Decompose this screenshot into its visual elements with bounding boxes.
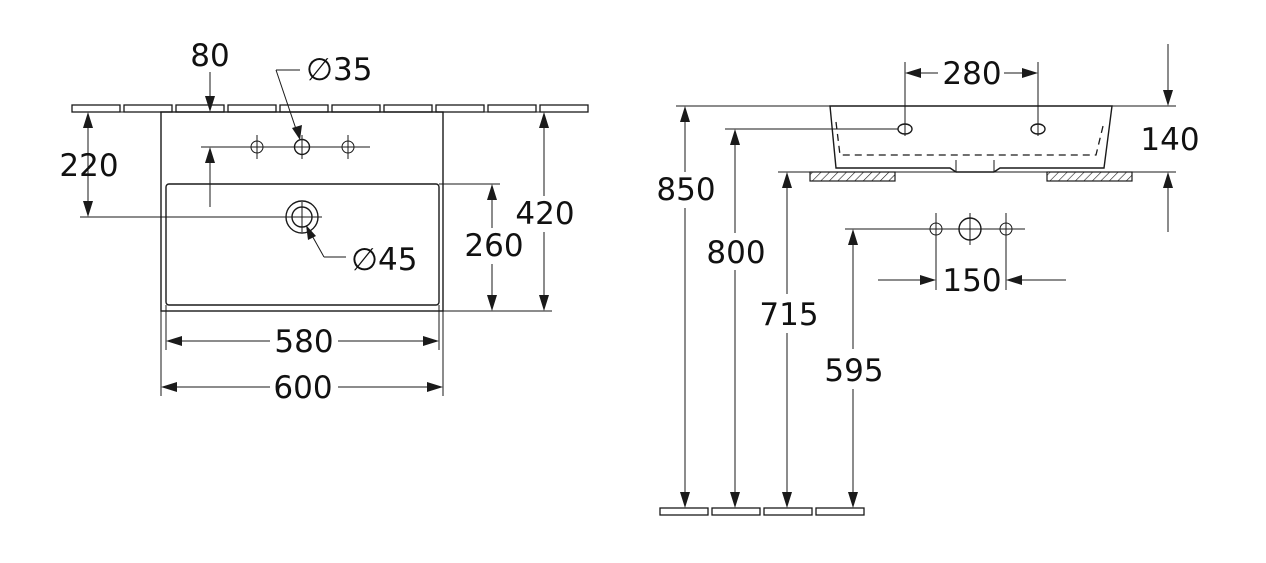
basin-outer-outline [160,111,444,312]
top-view: 80 ∅35 220 420 [59,38,589,406]
basin-side-outline [829,105,1113,173]
label-280: 280 [942,56,1001,92]
wall-bracket-left [809,171,896,182]
label-595: 595 [824,353,883,389]
dim-850 [680,106,690,508]
basin-hidden-bowl [835,121,1105,156]
label-dia35: ∅35 [306,52,372,88]
label-850: 850 [656,172,715,208]
basin-bowl-outline [165,183,440,306]
tap-hole-right [341,135,355,159]
label-220: 220 [59,148,118,184]
dim-715 [782,172,792,508]
leader-dia45 [306,225,346,258]
tap-hole-side-right [1030,62,1046,136]
tap-outlet-symbols [929,213,1013,290]
label-600: 600 [273,370,332,406]
label-800: 800 [706,235,765,271]
dim-600 [160,311,444,396]
tap-hole-left [250,135,264,159]
waste-outlet [80,200,322,234]
label-260: 260 [464,228,523,264]
label-140: 140 [1140,122,1199,158]
dim-80 [205,72,215,207]
dim-420 [443,111,552,312]
dim-220 [78,111,160,217]
wall-bracket-right [1046,171,1133,182]
label-420: 420 [515,196,574,232]
dim-280 [905,68,1038,78]
dim-150 [878,275,1066,285]
side-view: 280 140 [656,44,1200,516]
dim-260 [439,183,500,311]
label-dia45: ∅45 [351,242,417,278]
tap-hole-center [293,135,311,159]
label-80: 80 [190,38,229,74]
dim-800 [730,129,740,508]
floor-strip [659,507,865,516]
label-715: 715 [759,297,818,333]
dim-140 [1163,44,1173,232]
wall-strip-top [71,104,589,113]
leader-dia35 [275,69,302,140]
dim-580 [165,305,440,350]
label-150: 150 [942,263,1001,299]
label-580: 580 [274,324,333,360]
dim-595 [848,229,858,508]
